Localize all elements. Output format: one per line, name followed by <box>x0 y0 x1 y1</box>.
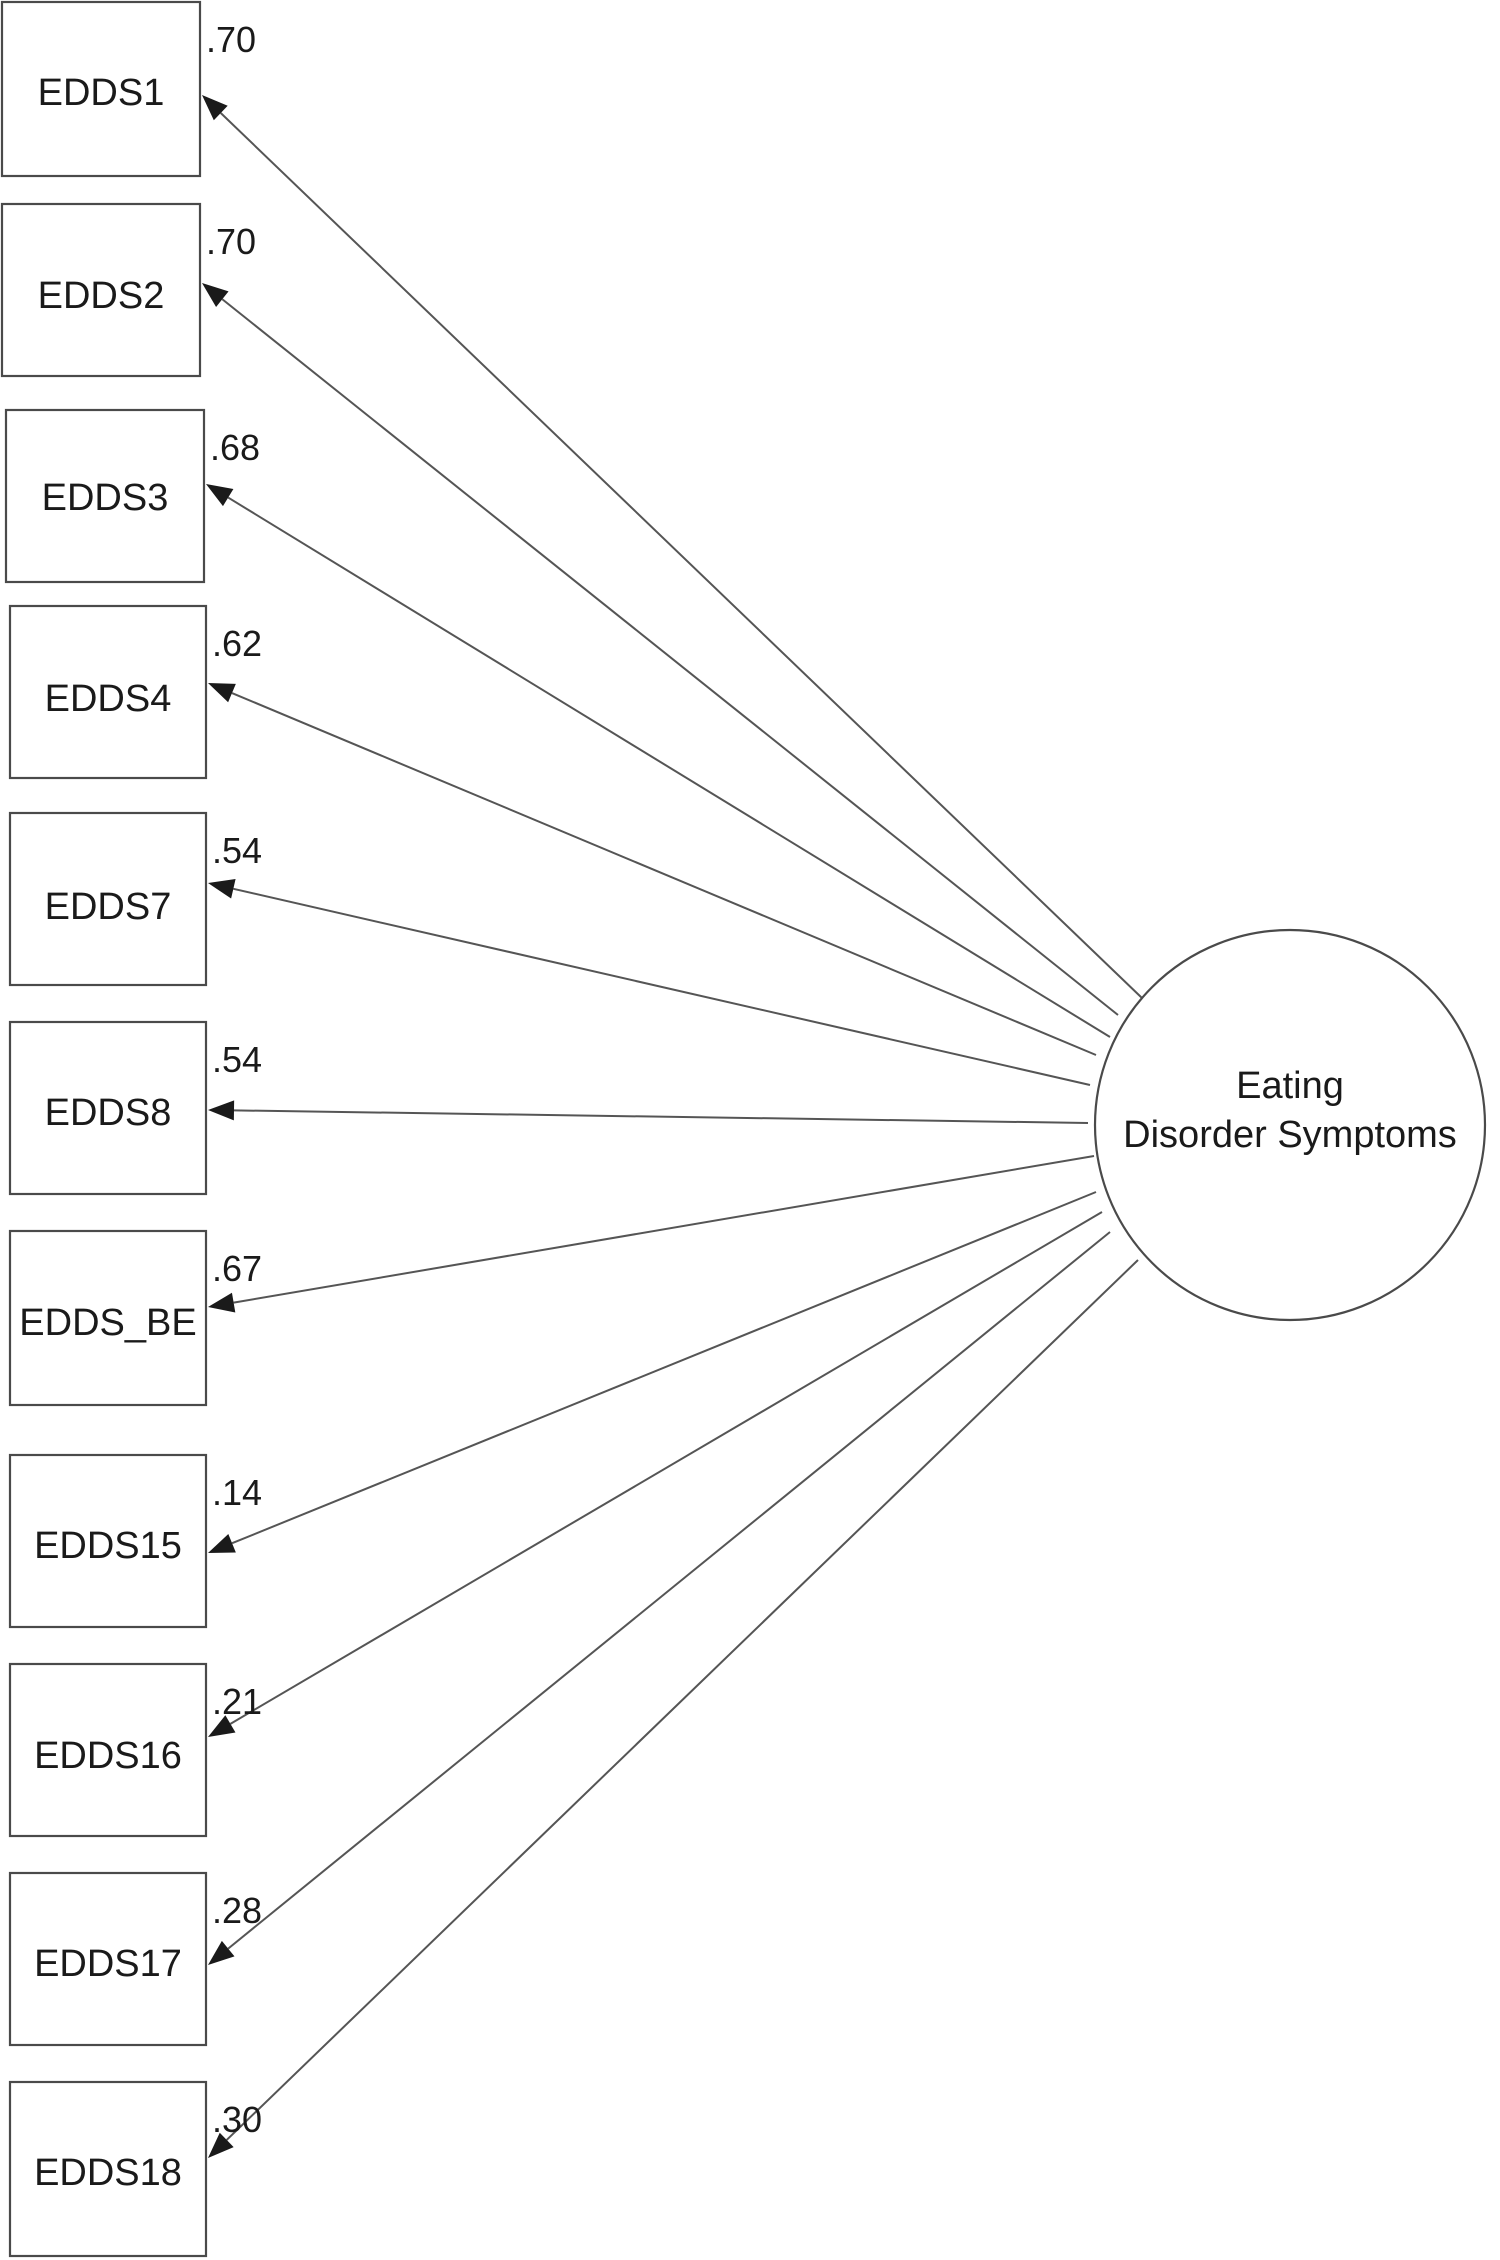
indicator-box <box>8 1453 208 1629</box>
loading-value: .67 <box>212 1248 262 1289</box>
indicator-box <box>0 0 202 178</box>
loading-value: .28 <box>212 1890 262 1931</box>
loading-value: .30 <box>212 2099 262 2140</box>
arrow-head-icon <box>208 1292 236 1313</box>
loading-value: .54 <box>212 1039 262 1080</box>
indicator-label: EDDS18 <box>34 2152 182 2194</box>
loading-value: .14 <box>212 1472 262 1513</box>
arrow-head-icon <box>208 1533 236 1553</box>
indicator-box <box>8 1229 208 1407</box>
arrow-head-icon <box>208 1100 235 1121</box>
path-arrow-line <box>229 1211 1103 1725</box>
indicator-edds7: EDDS7 .54 <box>8 811 262 987</box>
indicator-label: EDDS3 <box>42 477 169 519</box>
indicator-box <box>4 408 206 584</box>
path-arrow-line <box>233 1155 1095 1304</box>
indicator-box <box>8 1020 208 1196</box>
indicator-edds16: EDDS16 .21 <box>8 1662 262 1838</box>
latent-label-line1: Eating <box>1236 1065 1344 1107</box>
indicator-edds18: EDDS18 .30 <box>8 2080 262 2258</box>
path-arrow-line <box>227 1231 1111 1950</box>
indicator-label: EDDS8 <box>45 1092 172 1134</box>
path-arrow-line <box>220 112 1143 999</box>
indicator-box <box>8 811 208 987</box>
path-arrow-line <box>221 298 1119 1016</box>
arrow-head-icon <box>208 1715 236 1737</box>
indicator-edds4: EDDS4 .62 <box>8 604 262 780</box>
path-arrow-line <box>231 1191 1097 1545</box>
indicator-edds17: EDDS17 .28 <box>8 1871 262 2047</box>
path-arrow-line <box>231 692 1097 1056</box>
indicator-edds8: EDDS8 .54 <box>8 1020 262 1196</box>
indicator-label: EDDS2 <box>38 275 165 317</box>
indicator-label: EDDS17 <box>34 1943 182 1985</box>
indicator-edds3: EDDS3 .68 <box>4 408 260 584</box>
loading-value: .62 <box>212 623 262 664</box>
indicator-edds-be: EDDS_BE .67 <box>8 1229 262 1407</box>
indicator-edds15: EDDS15 .14 <box>8 1453 262 1629</box>
loading-value: .68 <box>210 427 260 468</box>
arrow-head-icon <box>206 484 234 507</box>
indicator-box <box>8 1871 208 2047</box>
loading-value: .70 <box>206 19 256 60</box>
arrow-head-icon <box>202 95 228 121</box>
arrow-head-icon <box>208 879 236 899</box>
latent-factor: Eating Disorder Symptoms <box>1093 928 1487 1322</box>
paths-layer <box>202 95 1143 2158</box>
path-arrow-line <box>233 887 1091 1086</box>
indicator-box <box>8 604 208 780</box>
indicator-label: EDDS1 <box>38 72 165 114</box>
arrow-head-icon <box>208 683 236 703</box>
indicator-label: EDDS_BE <box>19 1302 196 1344</box>
indicator-label: EDDS16 <box>34 1735 182 1777</box>
path-arrow-line <box>226 1259 1139 2141</box>
arrow-head-icon <box>208 1940 235 1965</box>
arrow-head-icon <box>202 283 229 308</box>
loading-value: .21 <box>212 1681 262 1722</box>
indicator-box <box>8 1662 208 1838</box>
loading-value: .54 <box>212 830 262 871</box>
indicator-label: EDDS4 <box>45 678 172 720</box>
indicator-label: EDDS15 <box>34 1525 182 1567</box>
indicator-box <box>0 202 202 378</box>
indicator-edds1: EDDS1 .70 <box>0 0 256 178</box>
path-arrow-line <box>233 1109 1089 1124</box>
indicator-box <box>8 2080 208 2258</box>
indicator-edds2: EDDS2 .70 <box>0 202 256 378</box>
path-arrow-line <box>227 496 1111 1038</box>
loading-value: .70 <box>206 221 256 262</box>
indicator-label: EDDS7 <box>45 886 172 928</box>
arrow-head-icon <box>208 2132 234 2158</box>
latent-circle <box>1093 928 1487 1322</box>
latent-label-line2: Disorder Symptoms <box>1123 1114 1457 1156</box>
